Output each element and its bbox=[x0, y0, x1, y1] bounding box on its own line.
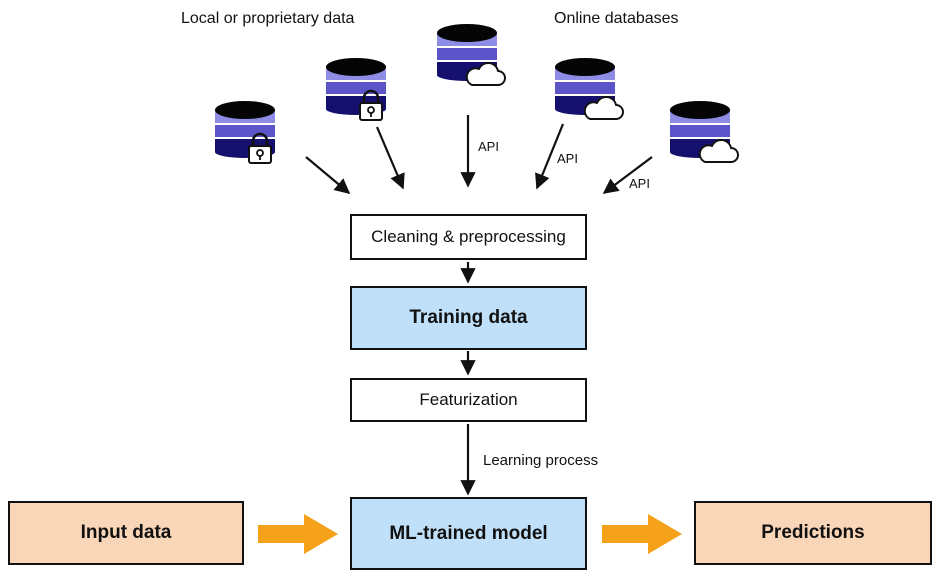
online-database-2-icon bbox=[554, 57, 624, 120]
local-database-1-icon bbox=[214, 100, 276, 165]
arrow-icon bbox=[602, 156, 653, 194]
local-data-label: Local or proprietary data bbox=[181, 10, 355, 27]
online-database-3-icon bbox=[669, 100, 739, 163]
cleaning-preprocessing-box: Cleaning & preprocessing bbox=[350, 214, 587, 260]
input-to-model-arrow-icon bbox=[258, 514, 338, 554]
arrow-icon bbox=[535, 123, 565, 190]
arrow-icon bbox=[305, 156, 351, 194]
model-to-predictions-arrow-icon bbox=[602, 514, 682, 554]
input-data-box: Input data bbox=[8, 501, 244, 565]
training-data-box: Training data bbox=[350, 286, 587, 350]
learning-process-label: Learning process bbox=[483, 452, 599, 469]
arrow-icon bbox=[375, 126, 405, 190]
api-label-1: API bbox=[478, 139, 499, 154]
online-databases-label: Online databases bbox=[554, 10, 679, 27]
featurization-box: Featurization bbox=[350, 378, 587, 422]
online-database-1-icon bbox=[436, 23, 506, 86]
local-database-2-icon bbox=[325, 57, 387, 122]
api-label-3: API bbox=[629, 176, 650, 191]
ml-trained-model-box: ML-trained model bbox=[350, 497, 587, 570]
api-label-2: API bbox=[557, 151, 578, 166]
predictions-box: Predictions bbox=[694, 501, 932, 565]
